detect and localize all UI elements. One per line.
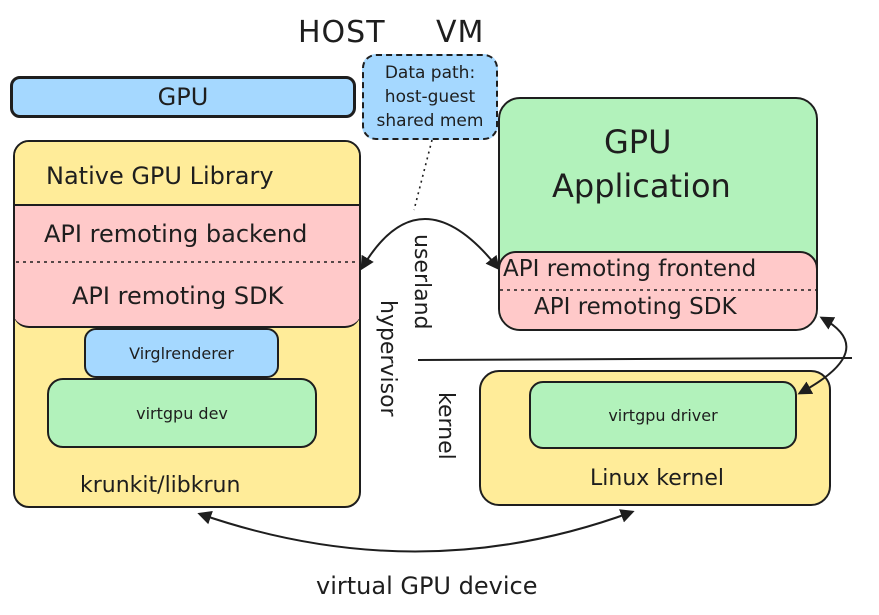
virglrenderer-box: Virglrenderer xyxy=(84,328,279,378)
virglrenderer-label: Virglrenderer xyxy=(129,343,234,363)
native-gpu-library-region xyxy=(15,142,359,204)
frontend-driver-arrow xyxy=(797,316,848,395)
vm-title: VM xyxy=(436,15,485,50)
api-remoting-sdk-host-label: API remoting SDK xyxy=(72,282,284,310)
userland-kernel-divider xyxy=(417,357,853,361)
callout-line-3: shared mem xyxy=(376,111,484,131)
api-remoting-sdk-vm-label: API remoting SDK xyxy=(534,294,737,320)
virtual-gpu-device-arrow xyxy=(197,509,635,553)
krunkit-libkrun-label: krunkit/libkrun xyxy=(80,473,241,498)
gpu-application-label-line1: GPU xyxy=(604,123,672,161)
callout-line-2: host-guest xyxy=(384,87,476,107)
gpu-application-box xyxy=(498,97,818,331)
data-path-callout: Data path: host-guest shared mem xyxy=(362,54,498,140)
callout-line-1: Data path: xyxy=(384,63,476,83)
virtual-gpu-device-label: virtual GPU device xyxy=(316,572,538,600)
shared-memory-arrow xyxy=(360,218,500,271)
api-remoting-frontend-label: API remoting frontend xyxy=(503,256,757,282)
linux-kernel-label: Linux kernel xyxy=(590,466,725,491)
host-gpu-box: GPU xyxy=(10,76,356,118)
api-remoting-backend-label: API remoting backend xyxy=(44,220,308,248)
native-gpu-library-label: Native GPU Library xyxy=(46,162,274,190)
virtgpu-driver-label: virtgpu driver xyxy=(608,405,718,425)
callout-pointer xyxy=(413,139,433,211)
host-title: HOST xyxy=(298,15,386,50)
api-remoting-host-region xyxy=(15,204,359,328)
api-remoting-vm-region xyxy=(500,251,816,329)
virtgpu-dev-box: virtgpu dev xyxy=(47,378,317,448)
virtgpu-driver-box: virtgpu driver xyxy=(529,381,797,449)
virtgpu-dev-label: virtgpu dev xyxy=(136,403,228,423)
gpu-application-label-line2: Application xyxy=(552,167,731,205)
host-gpu-label: GPU xyxy=(157,83,209,111)
